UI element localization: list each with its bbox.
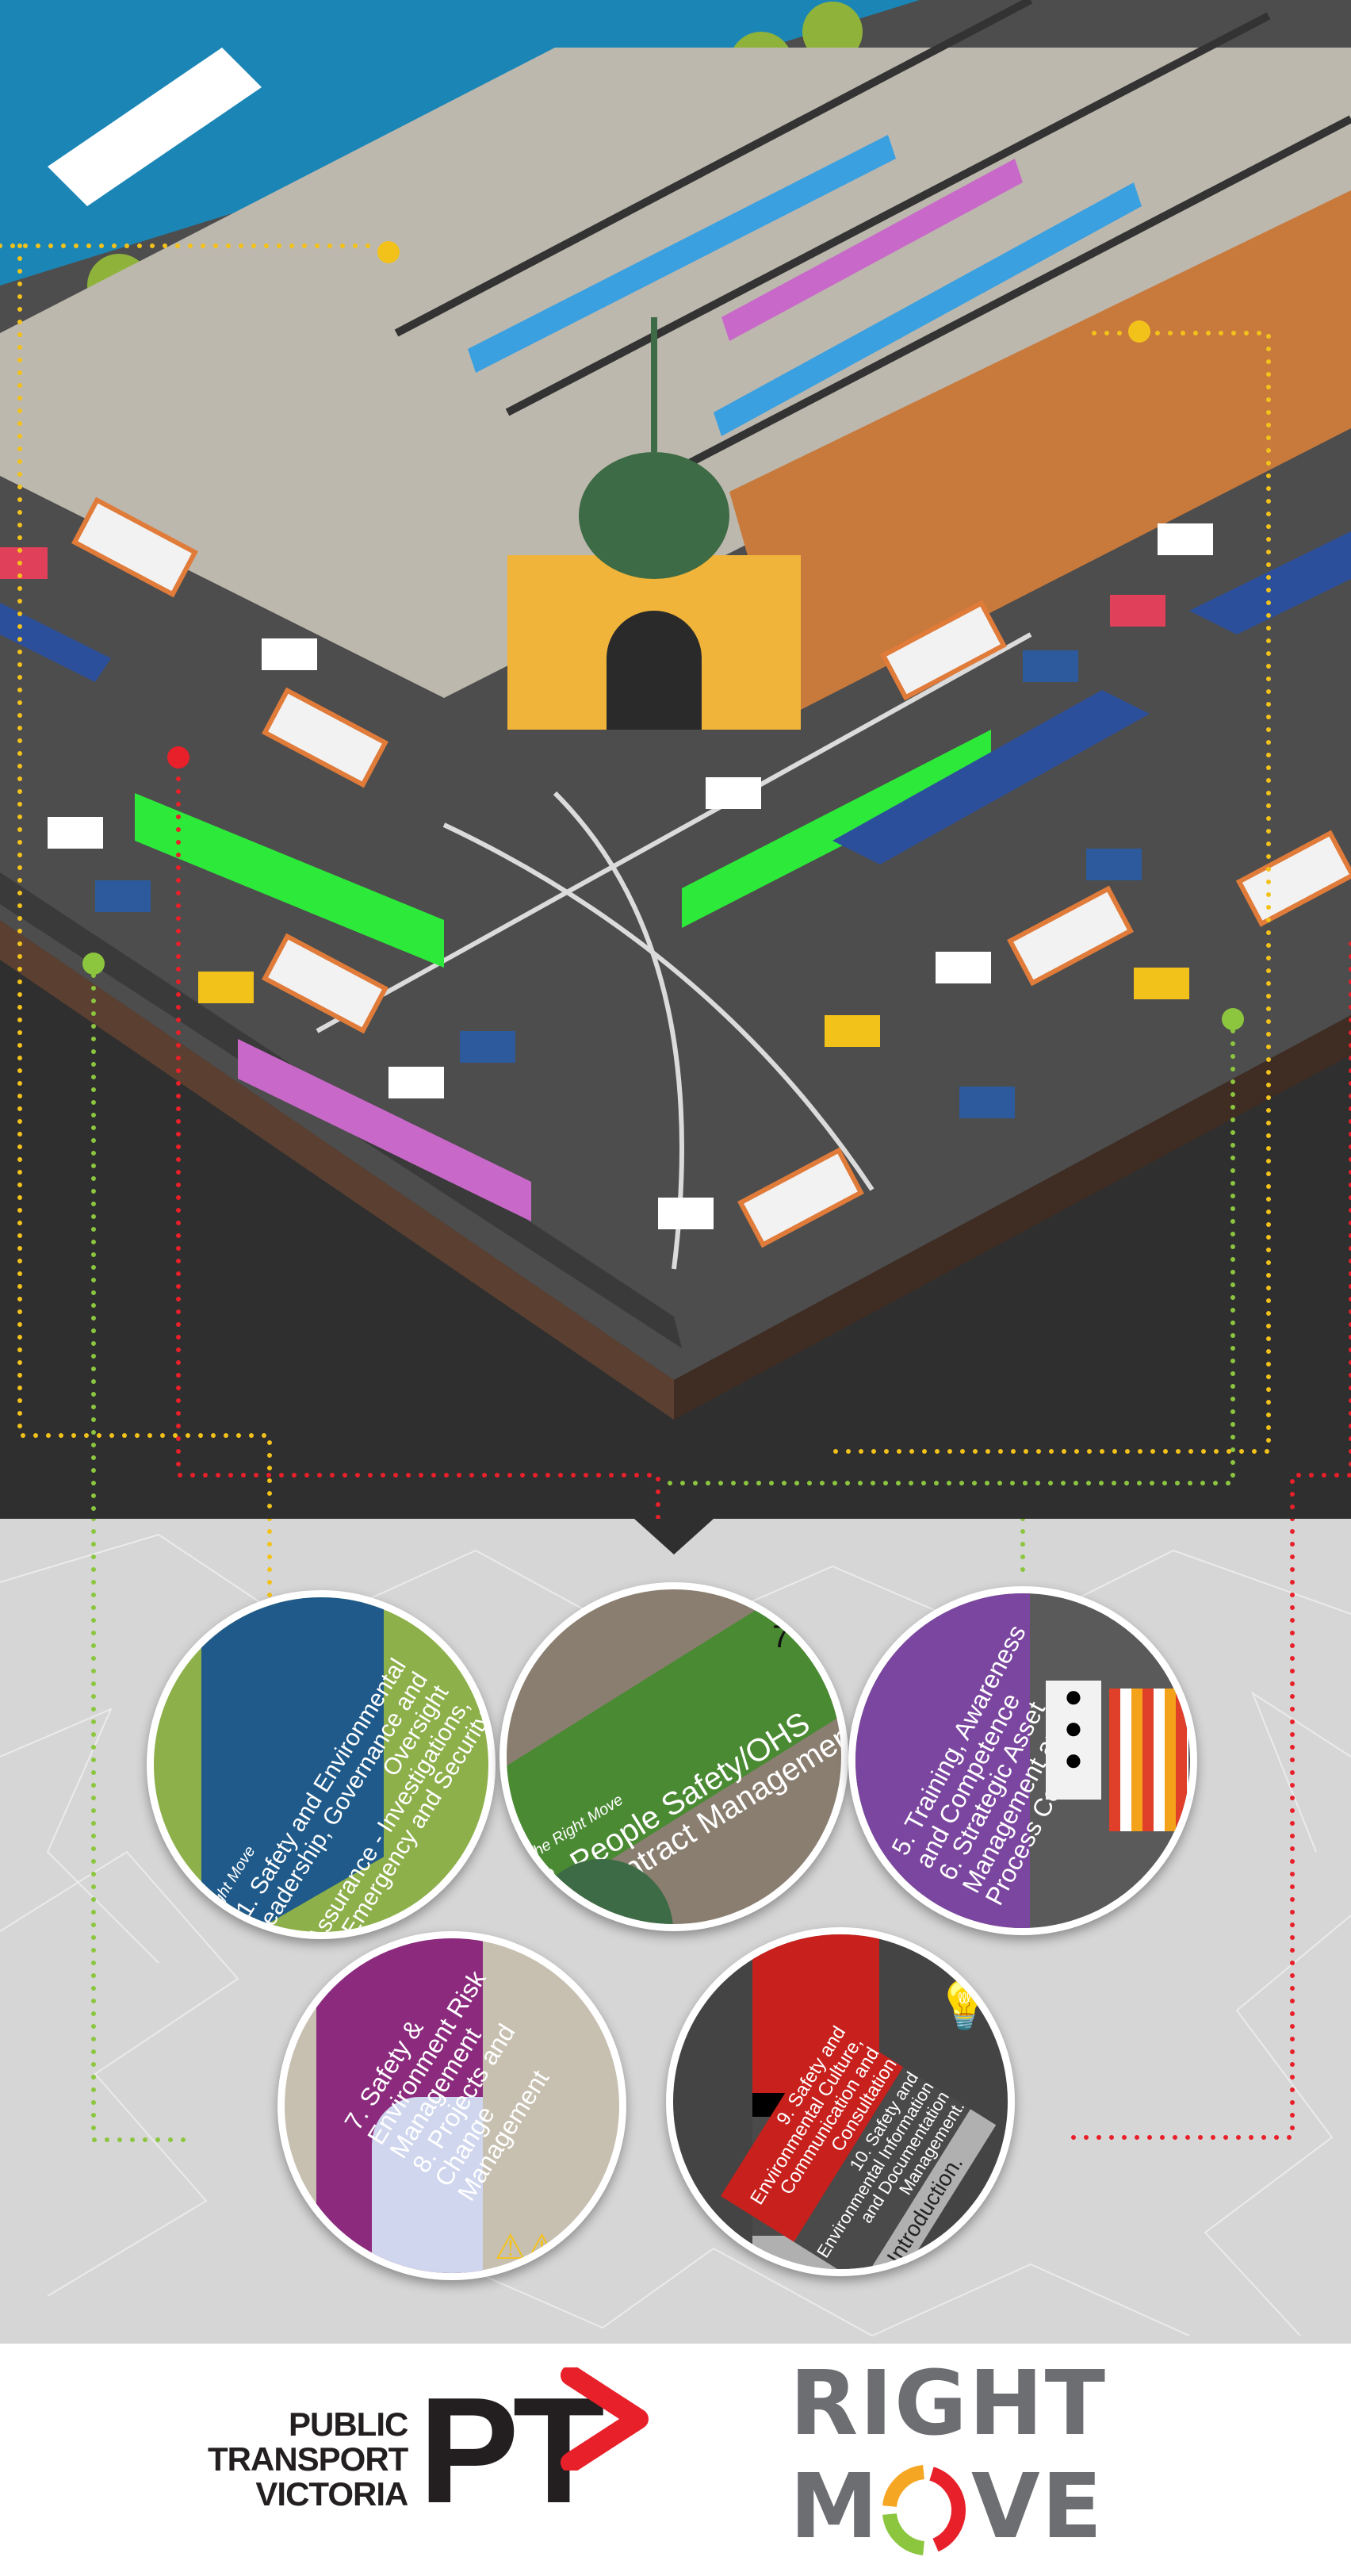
speech-bubble-icon: ●●● [1046, 1681, 1101, 1800]
marker-dot-green [1222, 1008, 1244, 1030]
panel-circle-5[interactable]: 9. Safety and Environmental Culture, Com… [666, 1927, 1015, 2276]
right-move-line1: RIGHT [790, 2352, 1107, 2455]
trains [468, 135, 1142, 436]
buses [71, 496, 1351, 1248]
right-move-ve: VE [971, 2455, 1104, 2559]
station-building-wing [729, 190, 1351, 714]
ptv-chevron-icon [561, 2367, 649, 2471]
station-illustration [0, 0, 1351, 1523]
rail-tracks [394, 0, 1351, 496]
ptv-word: PUBLIC [289, 2405, 408, 2443]
ptv-word: VICTORIA [255, 2475, 408, 2513]
marker-dot-yellow [1128, 320, 1150, 343]
dotted-paths [0, 243, 1351, 1521]
crowd [1109, 1689, 1188, 1831]
road-markings [316, 632, 1032, 1270]
panel-circle-3[interactable]: 5. Training, Awareness and Competence 6.… [848, 1586, 1197, 1935]
platform-number: 7 [772, 1620, 790, 1654]
tram-shelters [0, 531, 1351, 864]
cars [0, 523, 1213, 1229]
marker-dot-green [82, 953, 105, 975]
panel-circle-2[interactable]: The Right Move 3. People Safety/OHS 4. C… [499, 1582, 848, 1931]
pointer-notch [634, 1519, 714, 1554]
panel-circle-1[interactable]: The Right Move RM 1. Safety and Environm… [147, 1590, 496, 1939]
warning-sign-icons: ⚠⚠⚠ [495, 2228, 589, 2267]
recycle-arrows-icon [882, 2465, 966, 2555]
panels-section: The Right Move RM 1. Safety and Environm… [0, 1519, 1351, 2344]
platforms [0, 48, 1351, 698]
plate-edge-left [0, 920, 674, 1420]
ptv-word: TRANSPORT [208, 2440, 408, 2478]
flinders-station-dome [507, 317, 801, 730]
marker-dot-red [167, 746, 189, 769]
footer-logos: PUBLIC TRANSPORT VICTORIA PT RIGHT M VE [0, 2344, 1351, 2576]
right-move-m: M [790, 2455, 880, 2559]
network-pattern [0, 1519, 1351, 2337]
trams [135, 730, 991, 1221]
ferry [48, 48, 262, 206]
marker-dot-yellow [377, 241, 400, 263]
lightbulb-icon: 💡 [935, 1979, 994, 2032]
panel-circle-4[interactable]: 7. Safety & Environment Risk Management … [277, 1931, 626, 2280]
plate-edge-right [674, 1015, 1351, 1420]
